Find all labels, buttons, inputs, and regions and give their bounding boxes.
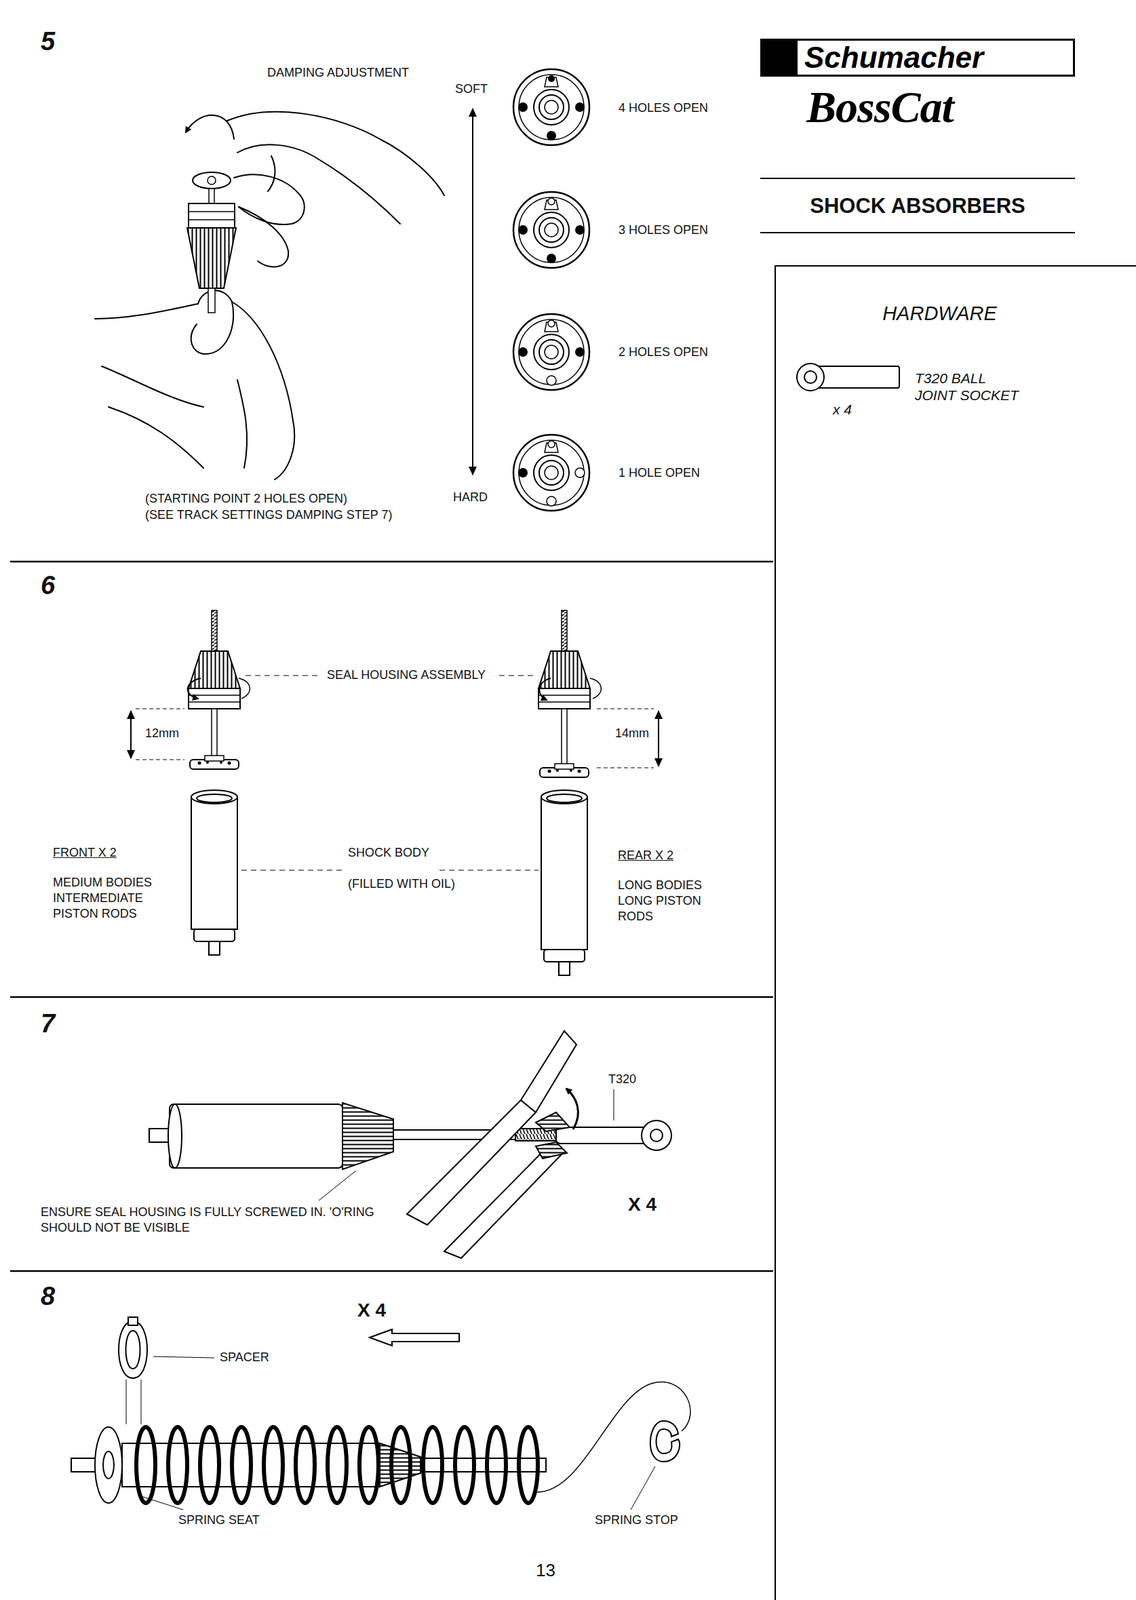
note: LONG BODIES LONG PISTON RODS	[617, 877, 720, 925]
step-number: 6	[40, 571, 55, 600]
group-heading: REAR X 2	[617, 847, 674, 864]
quantity: x 4	[832, 400, 852, 418]
quantity: X 4	[357, 1299, 386, 1322]
dimension: 14mm	[615, 725, 650, 742]
dimension: 12mm	[145, 725, 180, 742]
step-number: 8	[40, 1281, 55, 1311]
brand-logo: Schumacher	[760, 38, 1075, 77]
scale-label: HARD	[453, 489, 488, 506]
part-name: SHOCK BODY	[347, 845, 430, 861]
page-number: 13	[535, 1559, 556, 1581]
note: (STARTING POINT 2 HOLES OPEN)	[145, 491, 348, 507]
section-title: SHOCK ABSORBERS	[760, 193, 1075, 220]
scale-label: SOFT	[455, 81, 488, 97]
step-number: 5	[40, 27, 55, 56]
note: MEDIUM BODIES INTERMEDIATE PISTON RODS	[52, 874, 172, 922]
hardware-panel: HARDWARE T320 BALL JOINT SOCKET x 4	[774, 265, 1136, 1600]
setting-label: 2 HOLES OPEN	[618, 344, 709, 361]
step-number: 7	[40, 1009, 55, 1038]
note: ENSURE SEAL HOUSING IS FULLY SCREWED IN.…	[40, 1204, 407, 1236]
setting-label: 4 HOLES OPEN	[618, 100, 709, 116]
group-heading: FRONT X 2	[52, 845, 117, 861]
part-name: SPACER	[219, 1349, 270, 1366]
step-heading: DAMPING ADJUSTMENT	[267, 65, 409, 81]
part-name: SPRING SEAT	[178, 1512, 260, 1529]
part-name: SEAL HOUSING ASSEMBLY	[326, 667, 486, 683]
part-name: T320 BALL JOINT SOCKET	[914, 369, 1024, 404]
panel-heading: HARDWARE	[775, 301, 1104, 325]
model-logo: BossCat	[806, 81, 954, 133]
note: (FILLED WITH OIL)	[347, 876, 456, 892]
part-number: T320	[608, 1071, 637, 1088]
setting-label: 3 HOLES OPEN	[618, 222, 709, 239]
setting-label: 1 HOLE OPEN	[618, 465, 700, 481]
note: (SEE TRACK SETTINGS DAMPING STEP 7)	[145, 507, 393, 523]
quantity: X 4	[628, 1193, 657, 1216]
part-name: SPRING STOP	[594, 1512, 679, 1529]
